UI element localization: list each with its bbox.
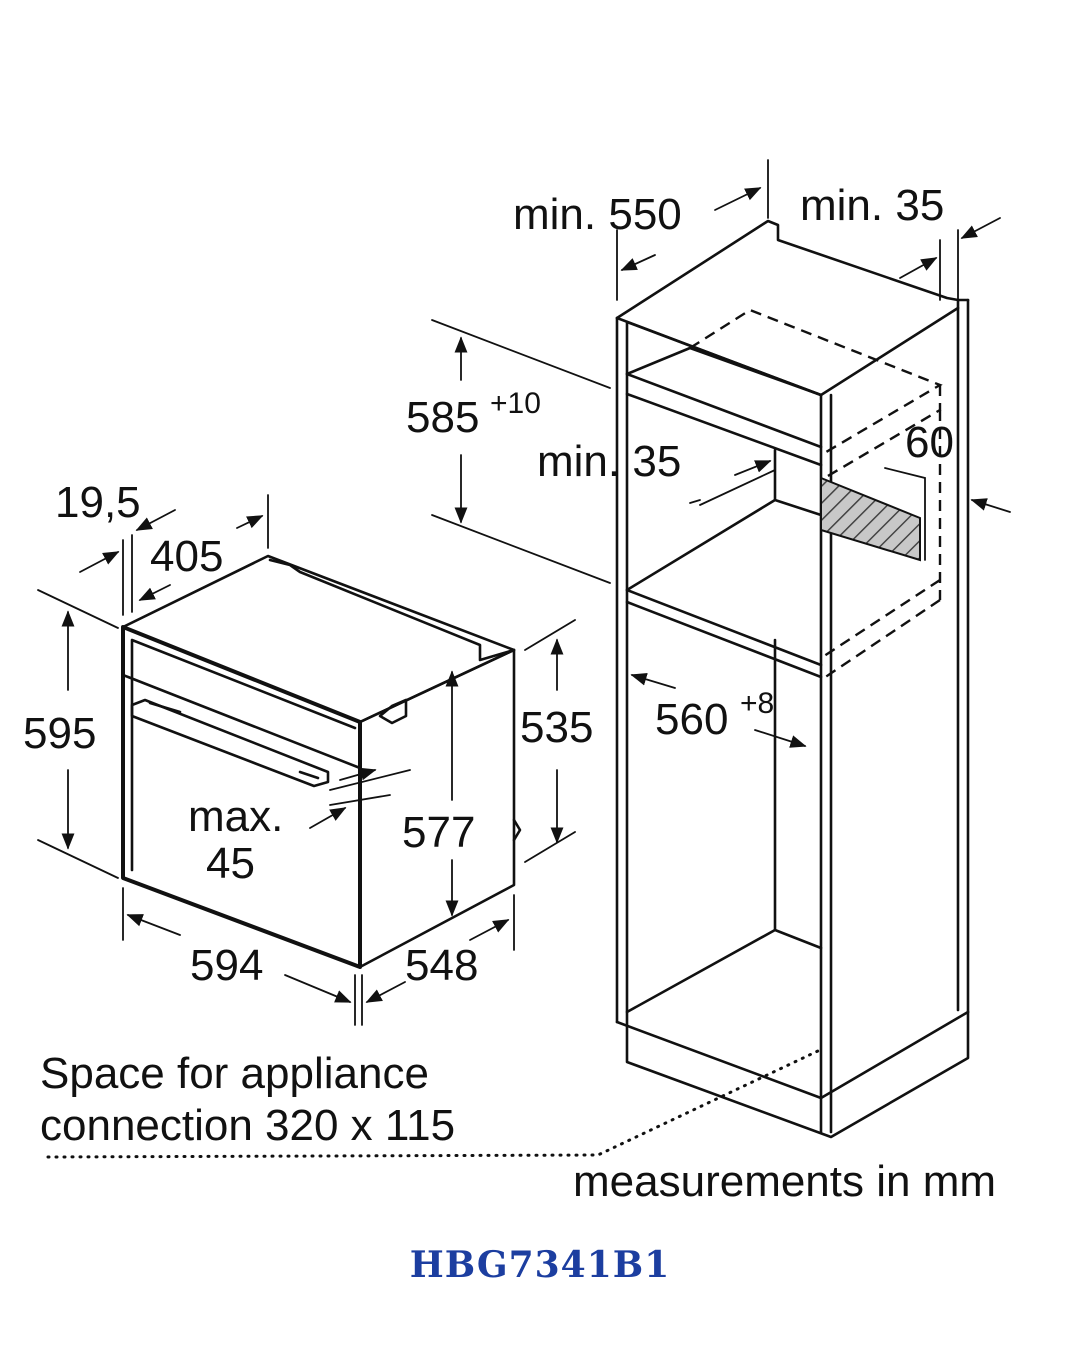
- dim-oven-body-height: 535: [520, 703, 593, 752]
- connection-note-line1: Space for appliance: [40, 1049, 429, 1098]
- units-note: measurements in mm: [573, 1157, 996, 1206]
- dim-oven-width: 594: [190, 941, 263, 990]
- dim-vent-height: 60: [905, 418, 954, 467]
- dim-front-offset: 19,5: [55, 478, 141, 527]
- vent-opening: [820, 476, 921, 562]
- dim-niche-width: 560: [655, 695, 728, 744]
- dim-niche-height-tol: +10: [490, 387, 541, 420]
- dimension-labels: min. 550 min. 35 585 +10 min. 35 60 560 …: [23, 181, 954, 990]
- dim-oven-depth: 548: [405, 941, 478, 990]
- cabinet-drawing: [615, 219, 970, 1139]
- oven-side-face: [358, 648, 516, 969]
- model-number: HBG7341B1: [410, 1244, 671, 1286]
- dim-cabinet-depth: min. 550: [513, 190, 682, 239]
- dim-door-gap-value: 45: [206, 839, 255, 888]
- dim-shelf-gap: min. 35: [537, 437, 681, 486]
- oven-drawing: [121, 554, 522, 969]
- dim-oven-inner-height: 577: [402, 808, 475, 857]
- oven-door-handle: [130, 698, 330, 788]
- dim-oven-height: 595: [23, 709, 96, 758]
- notes: Space for appliance connection 320 x 115…: [40, 1049, 996, 1206]
- dim-door-gap-label: max.: [188, 792, 283, 841]
- dim-niche-width-tol: +8: [740, 687, 774, 720]
- connection-note-line2: connection 320 x 115: [40, 1101, 455, 1150]
- dim-top-depth: 405: [150, 532, 223, 581]
- dim-niche-height: 585: [406, 393, 479, 442]
- dim-side-gap: min. 35: [800, 181, 944, 230]
- dimension-lines: [37, 159, 1011, 1159]
- connection-leader: [46, 1048, 822, 1159]
